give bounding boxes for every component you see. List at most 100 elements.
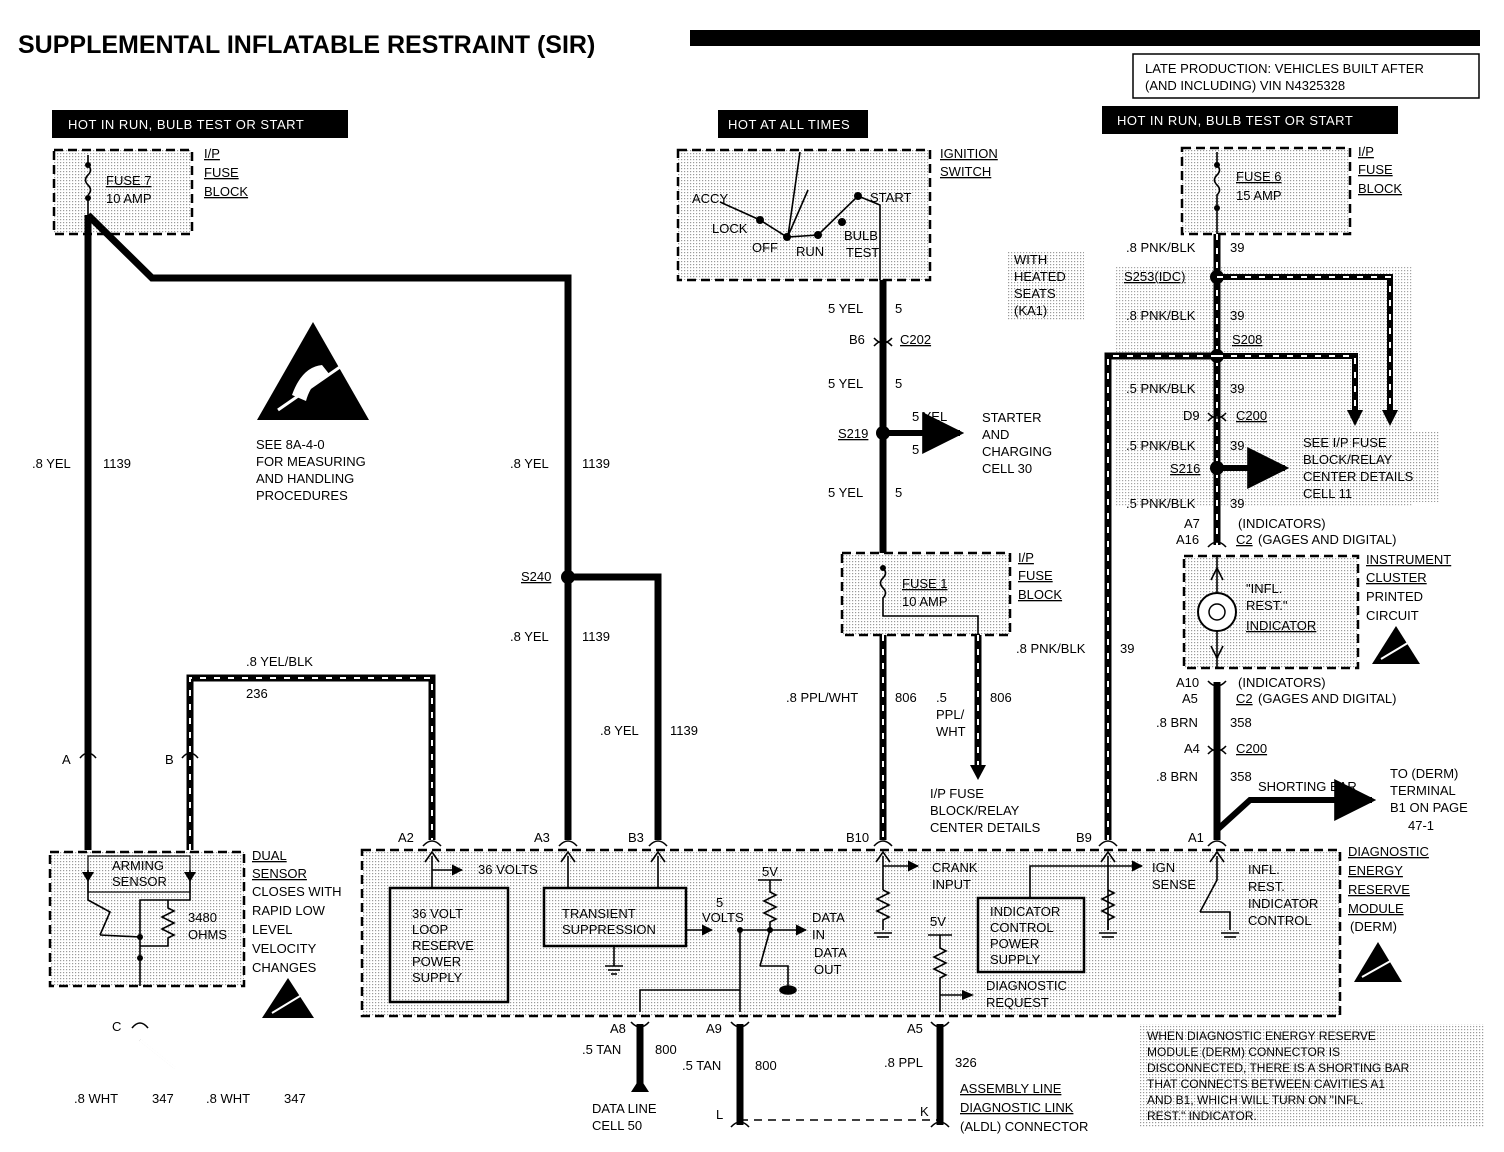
wire-label-tan-a: .5 TAN: [582, 1042, 621, 1057]
late-production-box: [1132, 53, 1480, 99]
fuse7-rating: 10 AMP: [106, 191, 152, 206]
wire-label-1139-b3: 1139: [670, 723, 698, 738]
derm-label5: (DERM): [1350, 919, 1397, 934]
esd-icon-arming: [262, 978, 314, 1018]
fuse6-rating: 15 AMP: [1236, 188, 1282, 203]
wire-label-347-left: 347: [152, 1091, 174, 1106]
arming-desc2: SENSOR: [252, 866, 307, 881]
infl-control1: INFL.: [1248, 862, 1280, 877]
esd-icon-cluster: [1372, 626, 1420, 664]
heated-seats1: WITH: [1014, 252, 1047, 267]
indicator-power4: SUPPLY: [990, 952, 1041, 967]
cluster-label4: CIRCUIT: [1366, 608, 1419, 623]
pin-a9: A9: [706, 1021, 722, 1036]
ign-bulb: BULB: [844, 228, 878, 243]
conn-c2-b: C2: [1236, 691, 1253, 706]
pin-a3: A3: [534, 830, 550, 845]
header-middle-text: HOT AT ALL TIMES: [728, 117, 850, 132]
indicator-power1: INDICATOR: [990, 904, 1060, 919]
wire-label-pnkblk-c: .5 PNK/BLK: [1126, 381, 1196, 396]
wire-label-5-c: 5: [895, 485, 902, 500]
loop-reserve-box: [388, 886, 510, 1004]
derm-5v-a: 5V: [762, 864, 778, 879]
data-out2: OUT: [814, 962, 842, 977]
gages-note-b: (GAGES AND DIGITAL): [1258, 691, 1396, 706]
resistance-unit: OHMS: [188, 927, 227, 942]
indicator-lamp-icon: [1197, 592, 1237, 632]
arming-desc6: VELOCITY: [252, 941, 317, 956]
conn-c200-b: C200: [1236, 741, 1267, 756]
wire-label-yel5-starter: 5 YEL: [912, 409, 947, 424]
derm-note6: REST." INDICATOR.: [1147, 1109, 1257, 1123]
wire-label-pplwht: .8 PPL/WHT: [786, 690, 858, 705]
wire-label-39-e: 39: [1230, 496, 1244, 511]
data-in1: DATA: [812, 910, 845, 925]
fuse1-block: [840, 551, 1012, 637]
wire-label-326: 326: [955, 1055, 977, 1070]
esd-note-line3: AND HANDLING: [256, 471, 354, 486]
wire-label-yel-mid: .8 YEL: [510, 456, 549, 471]
wire-label-yel5-b: 5 YEL: [828, 376, 863, 391]
header-left-text: HOT IN RUN, BULB TEST OR START: [68, 117, 304, 132]
shorting-bar-label: SHORTING BAR: [1258, 779, 1357, 794]
conn-c200-a: C200: [1236, 408, 1267, 423]
diagram-title: SUPPLEMENTAL INFLATABLE RESTRAINT (SIR): [18, 31, 595, 59]
starter-line2: AND: [982, 427, 1009, 442]
wire-label-brn-a: .8 BRN: [1156, 715, 1198, 730]
wire-label-39-b: 39: [1230, 308, 1244, 323]
wire-label-ppl05-2: PPL/: [936, 707, 965, 722]
fuse1-block-label3: BLOCK: [1018, 587, 1062, 602]
starter-line1: STARTER: [982, 410, 1041, 425]
conn-c202: C202: [900, 332, 931, 347]
to-derm4: 47-1: [1408, 818, 1434, 833]
splice-s208-label: S208: [1232, 332, 1262, 347]
conn-a5: A5: [1182, 691, 1198, 706]
ign-sense1: IGN: [1152, 860, 1175, 875]
wire-label-358-a: 358: [1230, 715, 1252, 730]
splice-s219-label: S219: [838, 426, 868, 441]
splice-s216-label: S216: [1170, 461, 1200, 476]
diag-request1: DIAGNOSTIC: [986, 978, 1067, 993]
ip-fuse-details2: BLOCK/RELAY: [930, 803, 1020, 818]
loop-reserve5: SUPPLY: [412, 970, 463, 985]
infl-control4: CONTROL: [1248, 913, 1312, 928]
wire-label-pnkblk-f: .8 PNK/BLK: [1016, 641, 1086, 656]
indicators-note-b: (INDICATORS): [1238, 675, 1326, 690]
splice-s240-label: S240: [521, 569, 551, 584]
wire-label-pnkblk-a: .8 PNK/BLK: [1126, 240, 1196, 255]
wire-39-b9: [1104, 352, 1217, 840]
transient-suppression-box: [542, 886, 688, 948]
wire-label-ppl: .8 PPL: [884, 1055, 923, 1070]
wire-label-806-b: 806: [990, 690, 1012, 705]
crank-input1: CRANK: [932, 860, 978, 875]
wire-label-358-b: 358: [1230, 769, 1252, 784]
wire-label-brn-b: .8 BRN: [1156, 769, 1198, 784]
arming-sensor-label2: SENSOR: [112, 874, 167, 889]
pin-c-label: C: [112, 1019, 121, 1034]
wire-label-236: 236: [246, 686, 268, 701]
wire-label-5-b: 5: [895, 376, 902, 391]
ignition-switch-label1: IGNITION: [940, 146, 998, 161]
fuse1-block-label2: FUSE: [1018, 568, 1053, 583]
wire-label-39-f: 39: [1120, 641, 1134, 656]
derm-label2: ENERGY: [1348, 863, 1403, 878]
arming-desc4: RAPID LOW: [252, 903, 326, 918]
fuse1-rating: 10 AMP: [902, 594, 948, 609]
pin-l: L: [716, 1107, 723, 1122]
data-in2: IN: [812, 927, 825, 942]
derm-note1: WHEN DIAGNOSTIC ENERGY RESERVE: [1147, 1029, 1376, 1043]
wire-label-5-a: 5: [895, 301, 902, 316]
aldl2: DIAGNOSTIC LINK: [960, 1100, 1074, 1115]
ground-icon: [605, 965, 623, 975]
fuse6-block: [1180, 146, 1352, 236]
infl-indicator2: REST.": [1246, 598, 1288, 613]
ip-fuse-details1: I/P FUSE: [930, 786, 984, 801]
wire-label-pnkblk-b: .8 PNK/BLK: [1126, 308, 1196, 323]
derm-label4: MODULE: [1348, 901, 1404, 916]
wire-label-yel5-c: 5 YEL: [828, 485, 863, 500]
wire-label-806-a: 806: [895, 690, 917, 705]
cluster-label1: INSTRUMENT: [1366, 552, 1451, 567]
wire-label-347-right: 347: [284, 1091, 306, 1106]
see-ip-fuse4: CELL 11: [1303, 486, 1352, 501]
